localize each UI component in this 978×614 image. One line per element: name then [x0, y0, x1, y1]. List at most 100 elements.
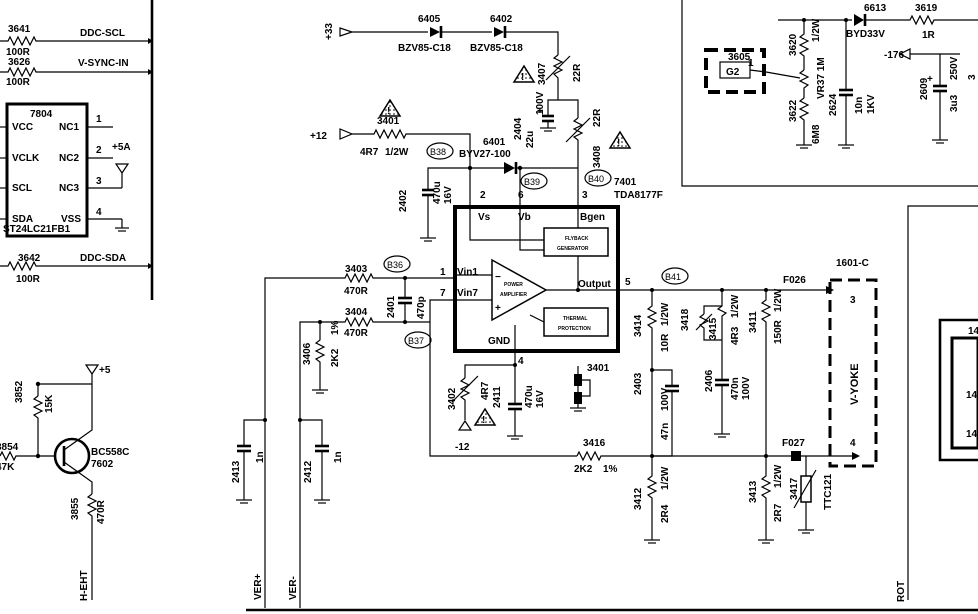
r3411-ref: 3411: [748, 311, 759, 333]
net-ver-minus: VER-: [288, 576, 299, 600]
r3402-ref: 3402: [447, 387, 458, 410]
test-points: B38 B39 B40 B36 B37 B41: [383, 142, 689, 349]
r3417-value: TTC121: [823, 473, 834, 510]
ic7804-type: ST24LC21FB1: [3, 224, 71, 235]
r3415-value: 4R3: [730, 326, 741, 345]
ic7804-num-3: 3: [96, 176, 102, 187]
c2404-value: 22u: [525, 131, 536, 148]
ic7401-body: [453, 205, 620, 353]
d6405-type: BZV85-C18: [398, 43, 451, 54]
ic7401-pin-vin7: Vin7: [457, 288, 478, 299]
top-supply-block: +33 6405 BZV85-C18 6402 BZV85-C18 3407 2…: [324, 14, 632, 210]
svg-text:+: +: [927, 74, 933, 85]
supply-p33-label: +33: [324, 23, 335, 40]
r3407-value: 22R: [572, 63, 583, 82]
g2-label: G2: [726, 67, 740, 78]
yoke-pin3: 3: [850, 295, 856, 306]
r3416-value: 2K2: [574, 464, 593, 475]
ic7804-pin-vss: VSS: [61, 214, 81, 225]
r3407-ref: 3407: [537, 62, 548, 85]
edge-label-2: 14: [966, 390, 978, 401]
c2404-ref: 2404: [513, 117, 524, 140]
q7602-type: BC558C: [91, 447, 129, 458]
q7602-block: +5 3852 15K 3854 47K BC558C 7602 3855 47…: [0, 364, 129, 601]
d6402-icon: [494, 27, 504, 37]
bottom-right: ROT 14 14 14: [896, 318, 978, 602]
c2402-ref: 2402: [398, 189, 409, 212]
d6401-icon: [504, 162, 515, 174]
ic7804-pin-vclk: VCLK: [12, 153, 40, 164]
r3412-power: 1/2W: [660, 466, 671, 490]
r3626-ref: 3626: [8, 57, 31, 68]
c2624-ref: 2624: [828, 93, 839, 116]
ic7401: 7401 TDA8177F 2 6 3 Vs Vb Bgen FLYBACK G…: [440, 177, 663, 367]
f027-marker: [791, 451, 801, 461]
amp-label-1: POWER: [504, 282, 523, 288]
input-block: 3403 470R 3404 470R 2401 470p 3406 2K2 1…: [231, 264, 455, 608]
g2-pin1: 1: [748, 58, 754, 69]
svg-text:+: +: [495, 303, 501, 314]
s3605-label: 3605: [728, 52, 751, 63]
testpoint-b40-label: B40: [588, 174, 604, 184]
r3416-ref: 3416: [583, 438, 606, 449]
net-vsync: V-SYNC-IN: [78, 58, 129, 69]
supply-p33-icon: [339, 27, 354, 37]
ic7401-num-4: 4: [518, 356, 524, 367]
ic7804-num-4: 4: [96, 207, 102, 218]
r3406-ref: 3406: [302, 342, 313, 365]
svg-text:!: !: [521, 72, 524, 83]
r3415-ref: 3415: [708, 317, 719, 340]
r3404-ref: 3404: [345, 307, 368, 318]
flyback-label-1: FLYBACK: [565, 236, 589, 242]
d6613-icon: [854, 14, 864, 26]
c2403-ref: 2403: [633, 372, 644, 395]
ic7401-pin-gnd: GND: [488, 336, 510, 347]
ic7804-part: 7804: [30, 109, 53, 120]
ic7401-num-6: 6: [518, 190, 524, 201]
warning-icon: [512, 64, 536, 83]
d6613-type: BYD33V: [846, 29, 885, 40]
r3641-ref: 3641: [8, 24, 31, 35]
r3412-ref: 3412: [633, 487, 644, 510]
ic7804-num-2: 2: [96, 145, 102, 156]
r3620-power: 1/2W: [811, 18, 822, 42]
r3414-ref: 3414: [633, 314, 644, 337]
ic7804-body: [5, 102, 89, 238]
bottom-block: 3402 4R7 -12 ! 2411 470u 16V 3401 3416 2…: [429, 322, 671, 544]
q7602-symbol: [53, 437, 91, 475]
ic7804-pin-nc2: NC2: [59, 153, 79, 164]
r3414-value: 10R: [660, 333, 671, 352]
ic7401-part: 7401: [614, 177, 637, 188]
c2624-voltage: 1KV: [866, 94, 877, 114]
r3619-ref: 3619: [915, 3, 938, 14]
c2403-voltage: 100V: [660, 387, 671, 411]
ic7401-pin-bgen: Bgen: [580, 212, 605, 223]
r3619-value: 1R: [922, 30, 936, 41]
c2402-voltage: 16V: [443, 186, 454, 204]
r3854-value: 47K: [0, 462, 15, 473]
x3401-ref: 3401: [587, 363, 610, 374]
r3642-ref: 3642: [18, 253, 41, 264]
net-h-eht: H-EHT: [79, 570, 90, 601]
c2401-value: 470p: [416, 296, 427, 319]
r3622-value: 6M8: [811, 124, 822, 144]
supply-5a-icon: [114, 163, 130, 175]
r3408-ref: 3408: [592, 145, 603, 168]
ddc-block: 3641 100R DDC-SCL 3626 100R V-SYNC-IN 78…: [0, 24, 153, 285]
supply-5a-label: +5A: [112, 142, 131, 153]
yoke-box: [828, 278, 878, 468]
net-rot: ROT: [896, 581, 907, 602]
testpoint-b40: [584, 169, 612, 187]
r3641-value: 100R: [6, 47, 31, 58]
r3622-ref: 3622: [788, 99, 799, 122]
c2412-value: 1n: [333, 451, 344, 463]
testpoint-b41: [661, 267, 689, 285]
d6401-type: BYV27-100: [459, 149, 511, 160]
ic7804-pin-vcc: VCC: [12, 122, 33, 133]
c2609-value: 3u3: [949, 94, 960, 112]
testpoint-b37: [404, 331, 432, 349]
d6613-ref: 6613: [864, 3, 887, 14]
supply-p5-label: +5: [99, 365, 111, 376]
yoke-connector-ref: 1601-C: [836, 258, 869, 269]
